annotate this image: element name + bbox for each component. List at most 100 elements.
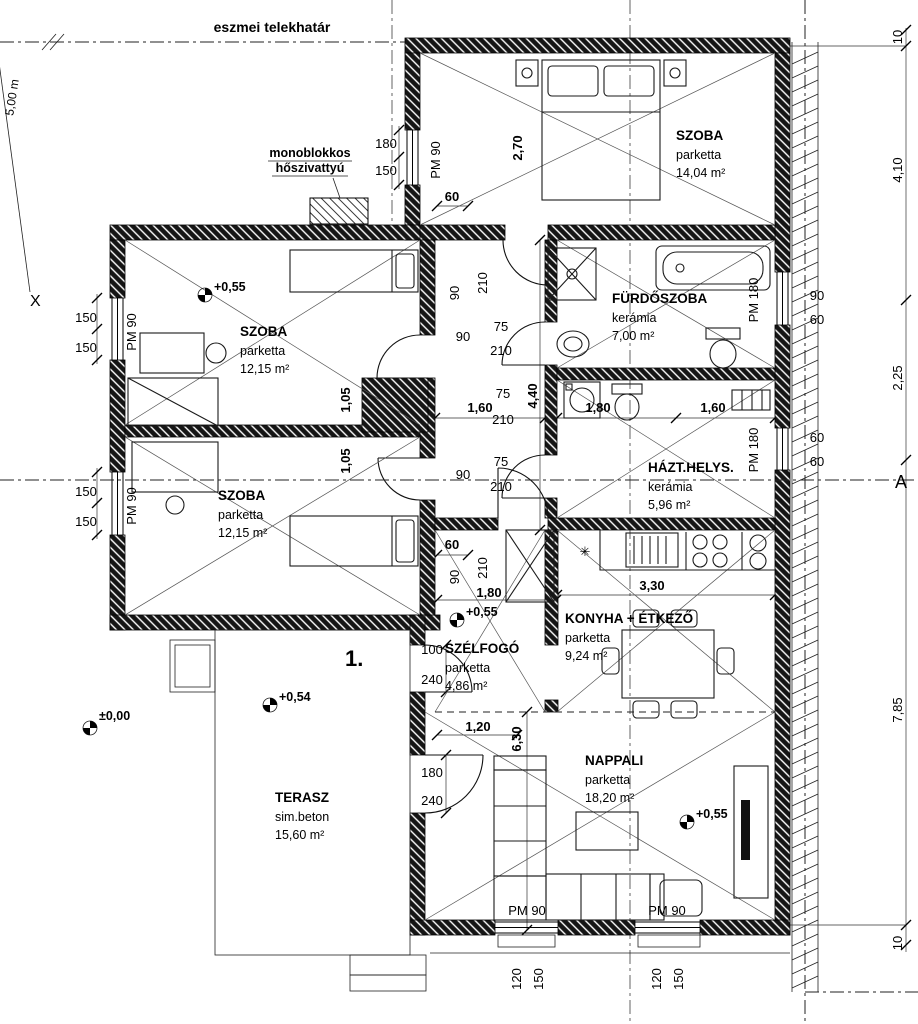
room-area: 7,00 m²: [612, 329, 654, 343]
dimension-label: 2,70: [510, 135, 525, 160]
dimension-label: 3,30: [639, 578, 664, 593]
room-area: 14,04 m²: [676, 166, 725, 180]
dimension-label: 1,60: [467, 400, 492, 415]
room-finish: parketta: [445, 661, 490, 675]
room-finish: parketta: [240, 344, 285, 358]
dimension-label: 10: [890, 30, 905, 44]
furniture-bedroom-top: [515, 59, 687, 201]
plan-number: 1.: [345, 646, 363, 671]
dimension-label: 1,20: [465, 719, 490, 734]
slope-length-label: 5,00 m: [2, 78, 22, 116]
dimension-label: 60: [445, 189, 459, 204]
dimension-label: 4,40: [525, 383, 540, 408]
dimension-label: 180: [421, 765, 443, 780]
section-mark-a: A: [895, 472, 907, 492]
dimension-label: 150: [75, 340, 97, 355]
level-marker: +0,55: [679, 807, 728, 830]
dimension-label: 10: [890, 936, 905, 950]
windows: [111, 130, 790, 954]
dimension-label: 4,10: [890, 157, 905, 182]
heat-pump-label-line1: monoblokkos: [269, 146, 350, 160]
room-name: NAPPALI: [585, 753, 643, 768]
dimension-label: 7,85: [890, 697, 905, 722]
room-label-hazt-helys: HÁZT.HELYS. kerámia 5,96 m²: [648, 460, 734, 512]
room-diagonals: [124, 52, 776, 921]
dimension-label: PM 90: [124, 487, 139, 525]
dimension-label: PM 90: [508, 903, 546, 918]
room-area: 4,86 m²: [445, 679, 487, 693]
room-label-szoba-left-1: SZOBA parketta 12,15 m²: [240, 324, 289, 376]
heat-pump-label-line2: hőszivattyú: [276, 161, 345, 175]
dimension-label: 75: [494, 319, 508, 334]
room-name: SZOBA: [676, 128, 724, 143]
dimension-label: 75: [494, 454, 508, 469]
furniture-bedroom-left-1: [127, 249, 419, 427]
dimension-label: 240: [421, 793, 443, 808]
level-value: +0,55: [696, 807, 728, 821]
room-name: TERASZ: [275, 790, 329, 805]
dimension-label: PM 180: [746, 428, 761, 473]
room-label-szoba-top: SZOBA parketta 14,04 m²: [676, 128, 725, 180]
room-finish: parketta: [676, 148, 721, 162]
room-finish: parketta: [218, 508, 263, 522]
room-name: SZÉLFOGÓ: [445, 641, 519, 656]
room-label-szelfogo: SZÉLFOGÓ parketta 4,86 m²: [445, 641, 519, 693]
dimension-label: 210: [475, 272, 490, 294]
furniture-bedroom-left-2: [131, 441, 419, 567]
room-label-szoba-left-2: SZOBA parketta 12,15 m²: [218, 488, 267, 540]
dimension-label: 1,80: [585, 400, 610, 415]
dimension-label: 210: [475, 557, 490, 579]
dimension-label: 240: [421, 672, 443, 687]
level-value: ±0,00: [99, 709, 130, 723]
room-area: 12,15 m²: [240, 362, 289, 376]
dimension-label: 100: [421, 642, 443, 657]
dimension-label: 75: [496, 386, 510, 401]
dimension-label: 60: [810, 312, 824, 327]
dimension-label: 150: [531, 968, 546, 990]
dimension-label: 90: [810, 288, 824, 303]
doors: [376, 239, 549, 814]
dimension-label: 90: [447, 286, 462, 300]
walls: [109, 37, 791, 936]
furniture-bathroom: [547, 245, 771, 369]
dimension-label: 120: [649, 968, 664, 990]
dimension-label: 90: [456, 329, 470, 344]
dimension-label: PM 90: [124, 313, 139, 351]
room-name: HÁZT.HELYS.: [648, 460, 734, 475]
heat-pump-unit: [268, 160, 369, 225]
room-area: 12,15 m²: [218, 526, 267, 540]
plot-boundary-label: eszmei telekhatár: [214, 19, 331, 35]
axis-mark-x: X: [30, 293, 41, 310]
room-label-furdoszoba: FÜRDŐSZOBA kerámia 7,00 m²: [612, 291, 707, 343]
dimension-label: PM 180: [746, 278, 761, 323]
room-area: 18,20 m²: [585, 791, 634, 805]
dimension-label: 6,30: [509, 726, 524, 751]
terrace-outline: [169, 629, 427, 992]
level-marker: +0,55: [449, 605, 498, 628]
axis-lines: [0, 0, 631, 1024]
dimension-label: PM 90: [648, 903, 686, 918]
dimension-label: 150: [75, 514, 97, 529]
dimension-label: 1,60: [700, 400, 725, 415]
room-name: FÜRDŐSZOBA: [612, 291, 707, 306]
dimension-label: 1,05: [338, 448, 353, 473]
room-area: 5,96 m²: [648, 498, 690, 512]
room-finish: parketta: [565, 631, 610, 645]
dimension-label: 210: [492, 412, 514, 427]
room-name: KONYHA + ÉTKEZŐ: [565, 611, 693, 626]
dimension-label: 120: [509, 968, 524, 990]
dimension-label: 90: [456, 467, 470, 482]
room-area: 9,24 m²: [565, 649, 607, 663]
room-label-nappali: NAPPALI parketta 18,20 m²: [585, 753, 643, 805]
dimension-label: 210: [490, 479, 512, 494]
furniture-kitchen: [599, 530, 775, 719]
room-label-konyha: KONYHA + ÉTKEZŐ parketta 9,24 m²: [565, 611, 693, 663]
room-finish: sim.beton: [275, 810, 329, 824]
room-name: SZOBA: [218, 488, 266, 503]
level-value: +0,55: [214, 280, 246, 294]
dimension-label: PM 90: [428, 141, 443, 179]
level-marker: +0,54: [262, 690, 311, 713]
